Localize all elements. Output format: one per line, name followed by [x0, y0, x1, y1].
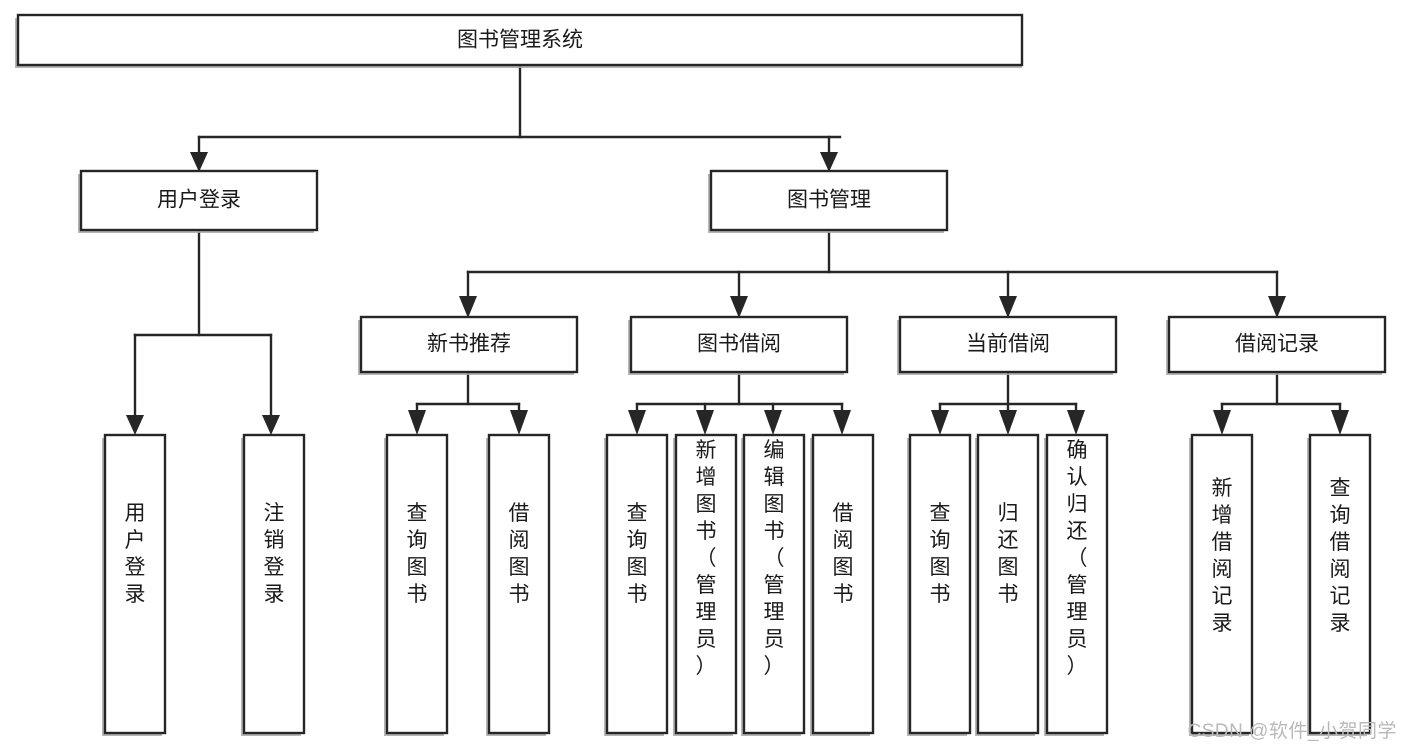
arrow-head-icon — [999, 410, 1017, 435]
arrow-head-icon — [628, 410, 646, 435]
box-outline — [359, 315, 579, 374]
arrow-head-icon — [820, 152, 838, 172]
leaf-label-logout: 注销登录 — [264, 502, 285, 606]
leaf-borrow-book-1[interactable]: 借阅图书 — [486, 433, 551, 736]
arrow-head-icon — [1067, 410, 1085, 435]
leaf-add-record[interactable]: 新增借阅记录 — [1189, 433, 1254, 736]
box-outline — [79, 169, 319, 232]
box-outline — [742, 433, 806, 735]
arrow-head-icon — [730, 296, 748, 318]
arrow-head-icon — [408, 410, 426, 435]
node-label-root: 图书管理系统 — [457, 29, 583, 52]
csdn-watermark: CSDN @软件_小贺同学 — [1187, 721, 1397, 742]
leaf-confirm-return[interactable]: 确认归还（管理员） — [1044, 433, 1109, 736]
leaf-label-query-book: 查询图书 — [407, 502, 428, 606]
node-root[interactable]: 图书管理系统 — [15, 13, 1024, 68]
box-outline — [605, 433, 669, 735]
edge-book-mgmt-to-level2 — [459, 231, 1286, 318]
box-outline — [16, 13, 1024, 67]
leaf-borrow-book-2[interactable]: 借阅图书 — [810, 433, 875, 736]
leaf-edit-book[interactable]: 编辑图书（管理员） — [741, 433, 806, 736]
arrow-head-icon — [1213, 410, 1231, 435]
leaf-label-user-login: 用户登录 — [125, 502, 146, 606]
arrow-head-icon — [1331, 410, 1349, 435]
leaf-label-borrow-book: 借阅图书 — [509, 502, 530, 606]
leaf-logout[interactable]: 注销登录 — [241, 433, 306, 736]
box-outline — [908, 433, 972, 735]
node-label-borrow-record: 借阅记录 — [1235, 333, 1319, 356]
leaf-label-query-record: 查询借阅记录 — [1330, 477, 1351, 635]
arrow-head-icon — [931, 410, 949, 435]
leaf-query-record[interactable]: 查询借阅记录 — [1307, 433, 1372, 736]
node-current-borrow[interactable]: 当前借阅 — [897, 315, 1118, 375]
edge-borrow-to-leaves — [628, 372, 851, 435]
node-book-management[interactable]: 图书管理 — [708, 169, 949, 233]
box-outline — [487, 433, 551, 735]
box-outline — [709, 169, 949, 232]
box-outline — [811, 433, 875, 735]
edge-new-book-to-leaves — [408, 372, 528, 435]
node-label-user-login: 用户登录 — [157, 189, 241, 212]
node-book-borrow[interactable]: 图书借阅 — [628, 315, 849, 375]
leaf-query-book-3[interactable]: 查询图书 — [907, 433, 972, 736]
edge-root-to-level1 — [190, 64, 842, 172]
leaf-user-login[interactable]: 用户登录 — [102, 433, 167, 736]
arrow-head-icon — [190, 152, 208, 172]
box-outline — [103, 433, 167, 735]
arrow-head-icon — [510, 410, 528, 435]
edge-record-to-leaves — [1213, 372, 1349, 435]
box-outline — [629, 315, 849, 374]
leaf-label-add-record: 新增借阅记录 — [1212, 477, 1233, 635]
leaf-label-query-book: 查询图书 — [627, 502, 648, 606]
node-borrow-record[interactable]: 借阅记录 — [1166, 315, 1387, 375]
box-outline — [976, 433, 1040, 735]
leaf-label-return-book: 归还图书 — [998, 502, 1019, 606]
box-outline — [898, 315, 1118, 374]
node-label-book-management: 图书管理 — [787, 189, 871, 212]
node-label-new-book: 新书推荐 — [427, 333, 511, 356]
leaf-add-book[interactable]: 新增图书（管理员） — [673, 433, 738, 736]
edge-current-to-leaves — [931, 372, 1085, 435]
connector-layer — [126, 64, 1349, 435]
leaf-label-edit-book: 编辑图书（管理员） — [764, 439, 785, 678]
box-outline — [1190, 433, 1254, 735]
box-outline — [674, 433, 738, 735]
leaf-label-query-book: 查询图书 — [930, 502, 951, 606]
arrow-head-icon — [764, 410, 782, 435]
node-label-book-borrow: 图书借阅 — [697, 333, 781, 356]
node-label-current-borrow: 当前借阅 — [966, 333, 1050, 356]
box-outline — [385, 433, 449, 735]
edge-user-login-to-leaves — [126, 231, 280, 435]
node-user-login[interactable]: 用户登录 — [78, 169, 319, 233]
arrow-head-icon — [262, 415, 280, 435]
leaf-label-add-book: 新增图书（管理员） — [696, 439, 717, 678]
leaf-query-book-1[interactable]: 查询图书 — [384, 433, 449, 736]
box-outline — [1045, 433, 1109, 735]
leaf-return-book[interactable]: 归还图书 — [975, 433, 1040, 736]
arrow-head-icon — [1268, 296, 1286, 318]
node-new-book-recommend[interactable]: 新书推荐 — [358, 315, 579, 375]
arrow-head-icon — [833, 410, 851, 435]
arrow-head-icon — [696, 410, 714, 435]
leaf-label-confirm-return: 确认归还（管理员） — [1067, 439, 1088, 678]
leaf-query-book-2[interactable]: 查询图书 — [604, 433, 669, 736]
arrow-head-icon — [999, 296, 1017, 318]
arrow-head-icon — [459, 296, 477, 318]
box-outline — [1308, 433, 1372, 735]
arrow-head-icon — [126, 415, 144, 435]
leaf-label-borrow-book: 借阅图书 — [833, 502, 854, 606]
box-outline — [1167, 315, 1387, 374]
box-outline — [242, 433, 306, 735]
